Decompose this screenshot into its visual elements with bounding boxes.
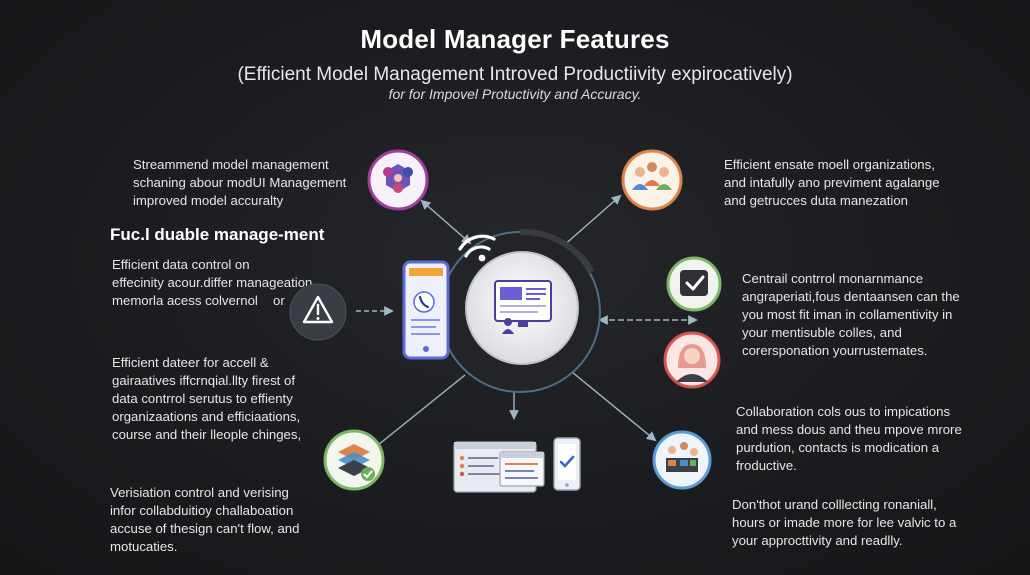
connector-bottom-right xyxy=(571,371,657,442)
page-subtitle: (Efficient Model Management Introved Pro… xyxy=(237,64,793,85)
monitor-presentation-icon xyxy=(494,280,552,334)
connector-top-right xyxy=(561,194,622,248)
left-text-block-2-tail: or xyxy=(273,293,285,308)
layers-check-icon xyxy=(323,429,385,491)
phone-check-icon xyxy=(553,437,581,491)
team-network-icon xyxy=(367,149,429,211)
left-text-block-3: Efficient dateer for accell & gairaative… xyxy=(112,355,302,442)
left-text-block-1: Streammend model management schaning abo… xyxy=(133,157,347,208)
right-text-block-1: Efficient ensate moell organizations, an… xyxy=(724,157,940,208)
right-text-block-2: Centrail contrrol monarnmance angraperia… xyxy=(742,271,960,358)
smartphone-call-icon xyxy=(402,260,450,360)
checkbox-icon xyxy=(666,256,722,312)
left-section-heading: Fuc.l duable manage-ment xyxy=(110,225,325,244)
warning-icon xyxy=(289,283,347,341)
people-group-icon xyxy=(621,149,683,211)
connector-top-left xyxy=(420,199,472,245)
right-text-block-3: Collaboration cols ous to impications an… xyxy=(736,404,962,473)
left-text-block-2: Efficient data control on effecinity aco… xyxy=(112,257,313,308)
right-text-block-4: Don'thot urand colllecting ronaniall, ho… xyxy=(732,497,957,548)
page-tagline: for for Impovel Protuctivity and Accurac… xyxy=(388,86,642,102)
team-workspace-icon xyxy=(652,430,712,490)
outer-ring-highlight xyxy=(519,228,595,274)
dashboard-windows-icon xyxy=(453,441,545,493)
left-text-block-4: Verisiation control and verising infor c… xyxy=(110,485,300,554)
user-avatar-icon xyxy=(663,331,721,389)
wifi-icon xyxy=(458,234,496,262)
connector-bottom-left xyxy=(377,374,466,446)
page-title: Model Manager Features xyxy=(360,24,670,54)
